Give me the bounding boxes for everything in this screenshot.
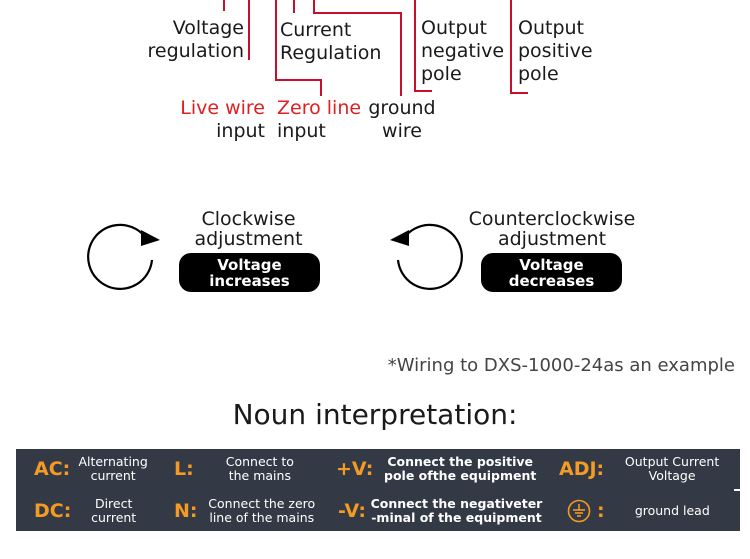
counterclockwise-arrow-icon xyxy=(390,223,463,290)
wire-live-wire xyxy=(275,0,277,80)
wire-output-negative-h xyxy=(414,90,432,92)
label-zero-line-input: Zero line input xyxy=(277,97,362,142)
noun-interpretation-title: Noun interpretation: xyxy=(232,398,518,431)
noun-cell-ground: : ground lead xyxy=(549,491,740,531)
clockwise-arrow-icon xyxy=(87,223,160,290)
wire-output-positive-h xyxy=(510,92,528,94)
voltage-increases-badge: Voltage increases xyxy=(179,253,320,292)
clockwise-title: Clockwise adjustment xyxy=(194,208,303,250)
wire-ground-v1 xyxy=(313,0,315,13)
label-live-wire-input: Live wire input xyxy=(180,97,265,142)
wire-voltage-regulation xyxy=(223,0,225,11)
ground-icon xyxy=(567,499,591,523)
wire-current-regulation-a xyxy=(248,0,250,60)
label-current-regulation: Current Regulation xyxy=(280,19,382,64)
label-output-negative: Output negative pole xyxy=(421,17,505,85)
label-ground-wire: ground wire xyxy=(368,97,436,142)
label-output-positive: Output positive pole xyxy=(518,17,593,85)
wire-ground-h xyxy=(313,12,401,14)
wiring-example-note: *Wiring to DXS-1000-24as an example xyxy=(387,355,735,376)
wire-ground-v2 xyxy=(400,12,402,96)
wire-zero-line xyxy=(293,0,295,13)
wire-live-wire-h xyxy=(275,79,321,81)
wire-output-negative-v xyxy=(414,0,416,91)
label-voltage-regulation: Voltage regulation xyxy=(147,17,244,62)
counterclockwise-title: Counterclockwise adjustment xyxy=(468,208,636,250)
noun-cell-minus-v: -V: Connect the negativeter-minal of the… xyxy=(328,491,547,531)
voltage-decreases-badge: Voltage decreases xyxy=(481,253,622,292)
wire-live-wire-v xyxy=(320,79,322,96)
wire-output-positive-v xyxy=(510,0,512,93)
